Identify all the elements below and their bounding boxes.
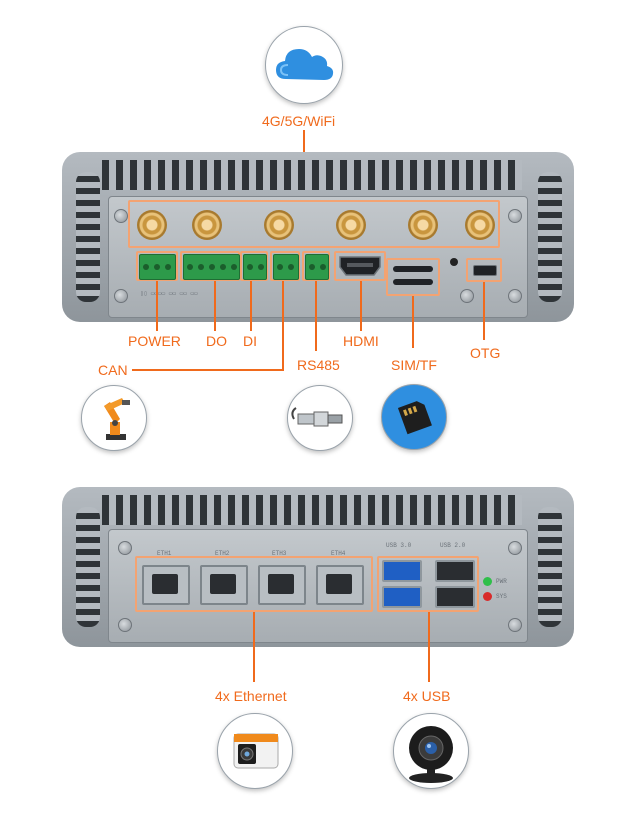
leader-di — [250, 281, 252, 331]
screw — [114, 289, 128, 303]
plug-connector-icon-circle — [287, 385, 353, 451]
ethernet-port — [142, 565, 190, 605]
screw — [508, 289, 522, 303]
usb3-port — [382, 560, 422, 582]
leader-otg — [483, 282, 485, 340]
ethernet-port — [316, 565, 364, 605]
label-di: DI — [243, 333, 257, 349]
antenna-connector — [137, 210, 167, 240]
ethernet-box — [135, 556, 373, 612]
led1-marking: PWR — [496, 578, 507, 585]
screw — [508, 618, 522, 632]
antenna-connector — [264, 210, 294, 240]
leader-rs485 — [315, 281, 317, 351]
cloud-icon-circle — [265, 26, 343, 104]
label-power: POWER — [128, 333, 181, 349]
power-box — [136, 251, 178, 281]
leader-can — [282, 281, 284, 371]
label-sim-tf: SIM/TF — [391, 357, 437, 373]
screw — [118, 541, 132, 555]
security-camera-icon — [233, 733, 279, 769]
leader-hdmi — [360, 281, 362, 331]
usb2-port — [435, 586, 475, 608]
rs485-box — [302, 251, 330, 281]
leader-can-horizontal — [132, 369, 284, 371]
usb3-port — [382, 586, 422, 608]
label-usb: 4x USB — [403, 688, 451, 704]
label-can: CAN — [98, 362, 128, 378]
ethernet-port — [258, 565, 306, 605]
rs485-terminal — [305, 254, 329, 280]
tf-slot — [393, 279, 433, 285]
label-hdmi: HDMI — [343, 333, 379, 349]
cloud-icon — [276, 49, 334, 80]
otg-box — [466, 258, 502, 282]
sim-slot — [393, 266, 433, 272]
leader-ethernet — [253, 612, 255, 682]
hdmi-port — [339, 256, 381, 276]
screw — [118, 618, 132, 632]
led-red — [483, 592, 492, 601]
eth3-marking: ETH3 — [272, 550, 287, 557]
robot-arm-icon — [104, 398, 130, 440]
eth4-marking: ETH4 — [331, 550, 346, 557]
leader-do — [214, 281, 216, 331]
do-terminal — [183, 254, 240, 280]
sd-card-icon-circle — [381, 384, 447, 450]
can-box — [270, 251, 300, 281]
eth1-marking: ETH1 — [157, 550, 172, 557]
webcam-icon — [409, 726, 453, 783]
screw — [508, 541, 522, 555]
otg-port — [473, 265, 497, 276]
robot-arm-icon-circle — [81, 385, 147, 451]
leader-power — [156, 281, 158, 331]
label-otg: OTG — [470, 345, 501, 361]
antenna-connector — [192, 210, 222, 240]
led2-marking: SYS — [496, 593, 507, 600]
silkscreen: ▯▯ ▭▭▭▭ ▭▭ ▭▭ ▭▭ — [140, 290, 198, 297]
ethernet-port — [200, 565, 248, 605]
usb2-port — [435, 560, 475, 582]
webcam-icon-circle — [393, 713, 469, 789]
reset-hole — [450, 258, 458, 266]
label-ethernet: 4x Ethernet — [215, 688, 287, 704]
security-camera-icon-circle — [217, 713, 293, 789]
sd-card-icon — [397, 401, 432, 435]
di-terminal — [243, 254, 267, 280]
antenna-box — [128, 200, 500, 248]
label-do: DO — [206, 333, 227, 349]
screw — [114, 209, 128, 223]
usb2-marking: USB 2.0 — [440, 542, 466, 549]
di-box — [240, 251, 268, 281]
can-terminal — [273, 254, 299, 280]
antenna-connector — [408, 210, 438, 240]
leader-sim-tf — [412, 296, 414, 348]
antenna-connector — [465, 210, 495, 240]
power-terminal — [139, 254, 176, 280]
screw — [460, 289, 474, 303]
usb-box — [377, 556, 479, 612]
usb3-marking: USB 3.0 — [386, 542, 412, 549]
screw — [508, 209, 522, 223]
sim-tf-box — [386, 258, 440, 296]
leader-usb — [428, 612, 430, 682]
hdmi-box — [334, 251, 386, 281]
led-green — [483, 577, 492, 586]
eth2-marking: ETH2 — [215, 550, 230, 557]
label-rs485: RS485 — [297, 357, 340, 373]
label-wireless: 4G/5G/WiFi — [262, 113, 336, 129]
antenna-connector — [336, 210, 366, 240]
plug-connector-icon — [291, 407, 343, 427]
